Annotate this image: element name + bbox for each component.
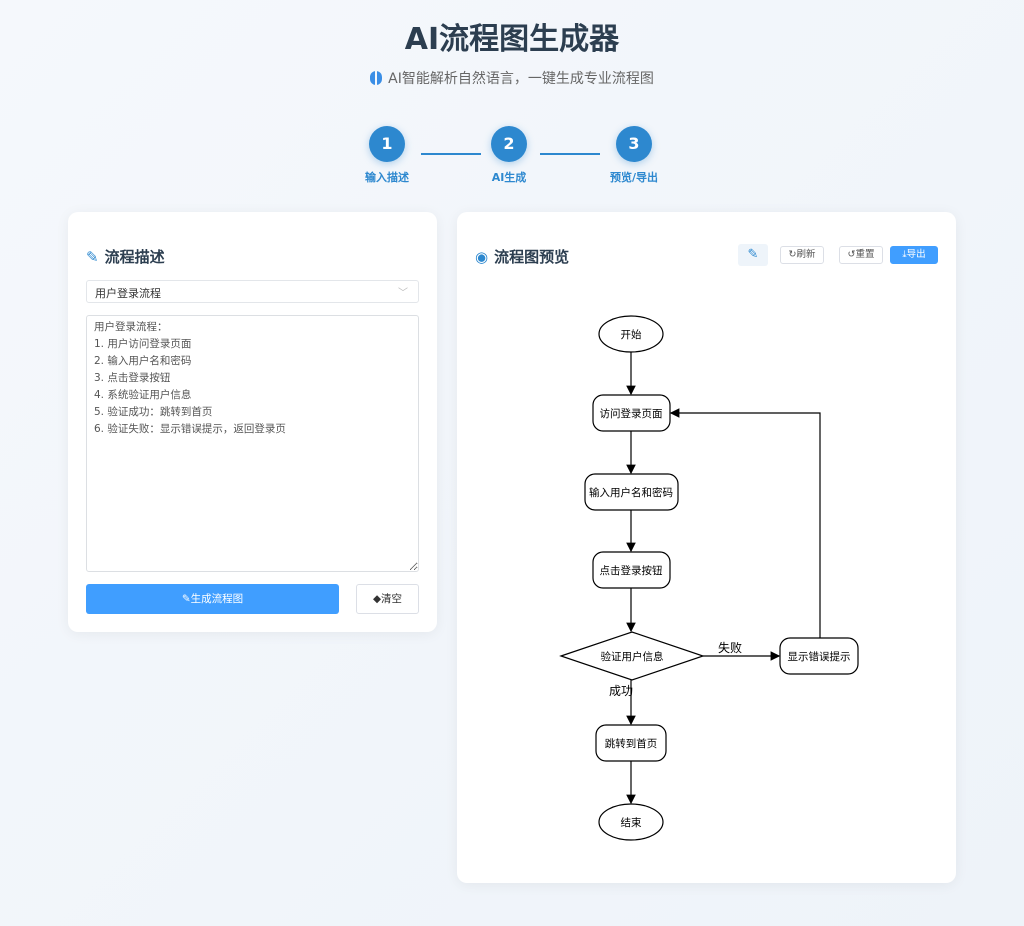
refresh-icon: ↻ xyxy=(788,249,797,260)
eraser-icon: ◆ xyxy=(372,593,382,605)
reset-label: 重置 xyxy=(855,249,875,260)
reset-button[interactable]: ↺重置 xyxy=(839,246,883,264)
node-label: 点击登录按钮 xyxy=(600,564,663,577)
flow-node xyxy=(584,473,679,511)
step-number: 3 xyxy=(616,126,652,162)
edit-button[interactable]: ✎ xyxy=(738,244,768,266)
pencil-icon: ✎ xyxy=(181,593,191,605)
brain-icon xyxy=(370,71,383,85)
refresh-label: 刷新 xyxy=(796,249,816,260)
flow-node xyxy=(779,637,859,675)
step-3: 3 预览/导出 xyxy=(594,126,674,185)
undo-icon: ↺ xyxy=(847,249,856,260)
description-panel: ✎ 流程描述 用户登录流程 ﹀ 用户登录流程： 1. 用户访问登录页面 2. 输入用… xyxy=(68,212,437,632)
step-connector xyxy=(540,153,600,155)
flow-start-node xyxy=(598,315,664,353)
flow-node xyxy=(595,724,667,762)
description-textarea[interactable]: 用户登录流程： 1. 用户访问登录页面 2. 输入用户名和密码 3. 点击登录按… xyxy=(86,315,419,572)
step-1: 1 输入描述 xyxy=(347,126,427,185)
step-number: 1 xyxy=(369,126,405,162)
node-label: 开始 xyxy=(621,328,642,341)
chevron-down-icon: ﹀ xyxy=(398,288,408,299)
panel-title-text: 流程图预览 xyxy=(494,248,570,266)
generate-label: 生成流程图 xyxy=(190,593,244,605)
clear-label: 清空 xyxy=(381,593,403,605)
edge-label-success: 成功 xyxy=(609,684,633,698)
step-label: 输入描述 xyxy=(365,171,409,184)
download-icon: ⤓ xyxy=(902,249,907,260)
node-label: 显示错误提示 xyxy=(788,650,851,663)
flow-end-node xyxy=(598,803,664,841)
template-select[interactable]: 用户登录流程 ﹀ xyxy=(86,280,419,303)
panel-title: ◉ 流程图预览 xyxy=(475,246,569,267)
select-value: 用户登录流程 xyxy=(95,287,161,300)
node-label: 输入用户名和密码 xyxy=(589,486,673,499)
page-title: AI流程图生成器 xyxy=(404,22,620,57)
node-label: 跳转到首页 xyxy=(605,737,658,750)
flow-edge-retry xyxy=(669,408,821,638)
eye-icon: ◉ xyxy=(475,248,489,266)
node-label: 访问登录页面 xyxy=(600,407,663,420)
generate-button[interactable]: ✎生成流程图 xyxy=(86,584,339,614)
node-label: 验证用户信息 xyxy=(601,650,664,663)
step-label: AI生成 xyxy=(491,171,527,184)
edit-icon: ✎ xyxy=(86,248,99,266)
flow-decision-node xyxy=(559,631,705,681)
flow-node xyxy=(592,394,671,432)
refresh-button[interactable]: ↻刷新 xyxy=(780,246,824,264)
step-connector xyxy=(421,153,481,155)
panel-title: ✎ 流程描述 xyxy=(86,246,165,267)
flow-node xyxy=(592,551,671,589)
export-label: 导出 xyxy=(906,249,926,260)
step-label: 预览/导出 xyxy=(609,171,659,184)
edge-label-fail: 失败 xyxy=(718,640,742,655)
export-button[interactable]: ⤓导出 xyxy=(890,246,938,264)
node-label: 结束 xyxy=(621,816,642,829)
preview-panel: ◉ 流程图预览 ✎ ↻刷新 ↺重置 ⤓导出 xyxy=(457,212,956,883)
clear-button[interactable]: ◆清空 xyxy=(356,584,419,614)
page-subtitle: AI智能解析自然语言，一键生成专业流程图 xyxy=(0,68,1024,88)
subtitle-text: AI智能解析自然语言，一键生成专业流程图 xyxy=(388,71,654,87)
panel-title-text: 流程描述 xyxy=(104,248,165,266)
step-number: 2 xyxy=(491,126,527,162)
edit-icon: ✎ xyxy=(747,247,759,262)
